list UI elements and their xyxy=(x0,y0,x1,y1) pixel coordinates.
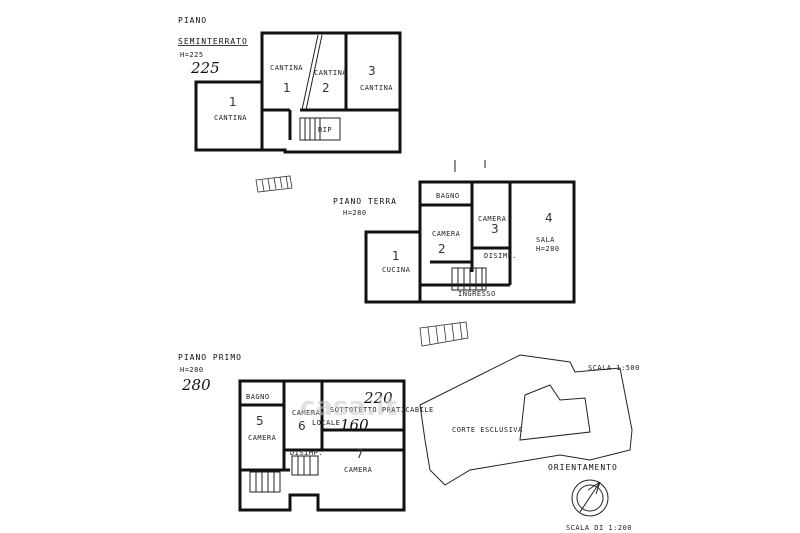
terra-room-name: CAMERA xyxy=(478,215,507,223)
site-building-outline xyxy=(519,384,591,441)
site-scale-label: SCALA 1:500 xyxy=(588,364,640,372)
terra-room-name: BAGNO xyxy=(436,192,460,200)
site-plan: SCALA 1:500 CORTE ESCLUSIVA ORIENTAMENTO… xyxy=(419,354,640,532)
terra-room-name: DISIMP. xyxy=(484,252,517,260)
primo-inner-wall xyxy=(240,381,404,472)
plan-scale-label: SCALA DI 1:200 xyxy=(566,524,632,532)
seminterrato-title-line1: PIANO xyxy=(178,16,207,25)
primo-height-label: H=280 xyxy=(180,366,204,374)
seminterrato-room-name: CANTINA xyxy=(314,69,347,77)
primo-room-name: DISIMP. xyxy=(290,449,323,457)
primo-handwritten-note: 220 xyxy=(363,389,393,407)
primo-room-name: LOCALE xyxy=(312,419,340,427)
seminterrato-handwritten-height: 225 xyxy=(190,59,220,77)
primo-room-name: CAMERA xyxy=(344,466,373,474)
primo-room-number: 5 xyxy=(256,414,264,428)
terra-room-number: 4 xyxy=(545,211,553,225)
primo-stairs-upper xyxy=(291,455,319,476)
primo-handwritten-note: 160 xyxy=(340,416,369,434)
compass-rose-icon xyxy=(571,479,609,517)
terra-room-height: H=280 xyxy=(536,245,560,253)
terra-room-number: 3 xyxy=(491,222,499,236)
primo-room-name: CAMERA xyxy=(292,409,321,417)
seminterrato-stairs xyxy=(299,117,341,141)
seminterrato-inner-wall xyxy=(260,33,400,150)
terra-ramp xyxy=(419,321,469,347)
seminterrato-room-number: 2 xyxy=(322,81,330,95)
seminterrato-room-name: CANTINA xyxy=(270,64,303,72)
terra-outer-wall xyxy=(364,180,576,304)
primo-title: PIANO PRIMO xyxy=(178,353,242,362)
compass-inner-ring-icon xyxy=(576,484,604,512)
terra-title: PIANO TERRA xyxy=(333,197,397,206)
terra-room-name: SALA xyxy=(536,236,555,244)
seminterrato-rip-label: RIP xyxy=(318,126,332,134)
plan-terra: PIANO TERRA H=280 BAGNO CAMERA 2 CAMERA … xyxy=(333,160,576,347)
seminterrato-ramp xyxy=(255,175,293,193)
terra-room-name: CAMERA xyxy=(432,230,461,238)
plan-primo: PIANO PRIMO H=280 280 BAGNO 5 CAMERA CAM… xyxy=(178,353,434,512)
terra-north-tick xyxy=(454,160,486,172)
seminterrato-room-number: 1 xyxy=(283,81,291,95)
primo-room-name: CAMERA xyxy=(248,434,277,442)
primo-room-name: BAGNO xyxy=(246,393,270,401)
compass-north-arrow-icon xyxy=(579,481,601,513)
seminterrato-title-line2: SEMINTERRATO xyxy=(178,37,248,46)
primo-stairs xyxy=(249,471,281,493)
terra-inner-wall xyxy=(418,182,512,302)
seminterrato-room-name: CANTINA xyxy=(360,84,393,92)
terra-room-name: CUCINA xyxy=(382,266,411,274)
terra-height-label: H=280 xyxy=(343,209,367,217)
seminterrato-diagonal-wall xyxy=(301,34,323,111)
seminterrato-room-name: CANTINA xyxy=(214,114,247,122)
primo-room-number: 6 xyxy=(298,419,306,433)
seminterrato-room-number: 1 xyxy=(229,95,237,109)
terra-room-number: 1 xyxy=(392,249,400,263)
terra-room-number: 2 xyxy=(438,242,446,256)
primo-handwritten-height: 280 xyxy=(181,376,211,394)
primo-room-number: 7 xyxy=(356,447,364,461)
site-court-label: CORTE ESCLUSIVA xyxy=(452,426,523,434)
seminterrato-room-number: 3 xyxy=(368,64,376,78)
site-boundary xyxy=(419,354,633,486)
primo-room-name: SOTTOTETTO PRATICABILE xyxy=(330,406,434,414)
terra-room-name: INGRESSO xyxy=(458,290,496,298)
watermark: casa.it xyxy=(300,392,397,422)
seminterrato-height-label: H=225 xyxy=(180,51,204,59)
plan-seminterrato: PIANO SEMINTERRATO H=225 225 CANTINA CAN… xyxy=(178,16,402,193)
site-orientation-label: ORIENTAMENTO xyxy=(548,463,618,472)
primo-outer-wall xyxy=(238,379,406,512)
terra-stairs xyxy=(451,267,487,291)
seminterrato-outer-wall xyxy=(194,31,402,154)
